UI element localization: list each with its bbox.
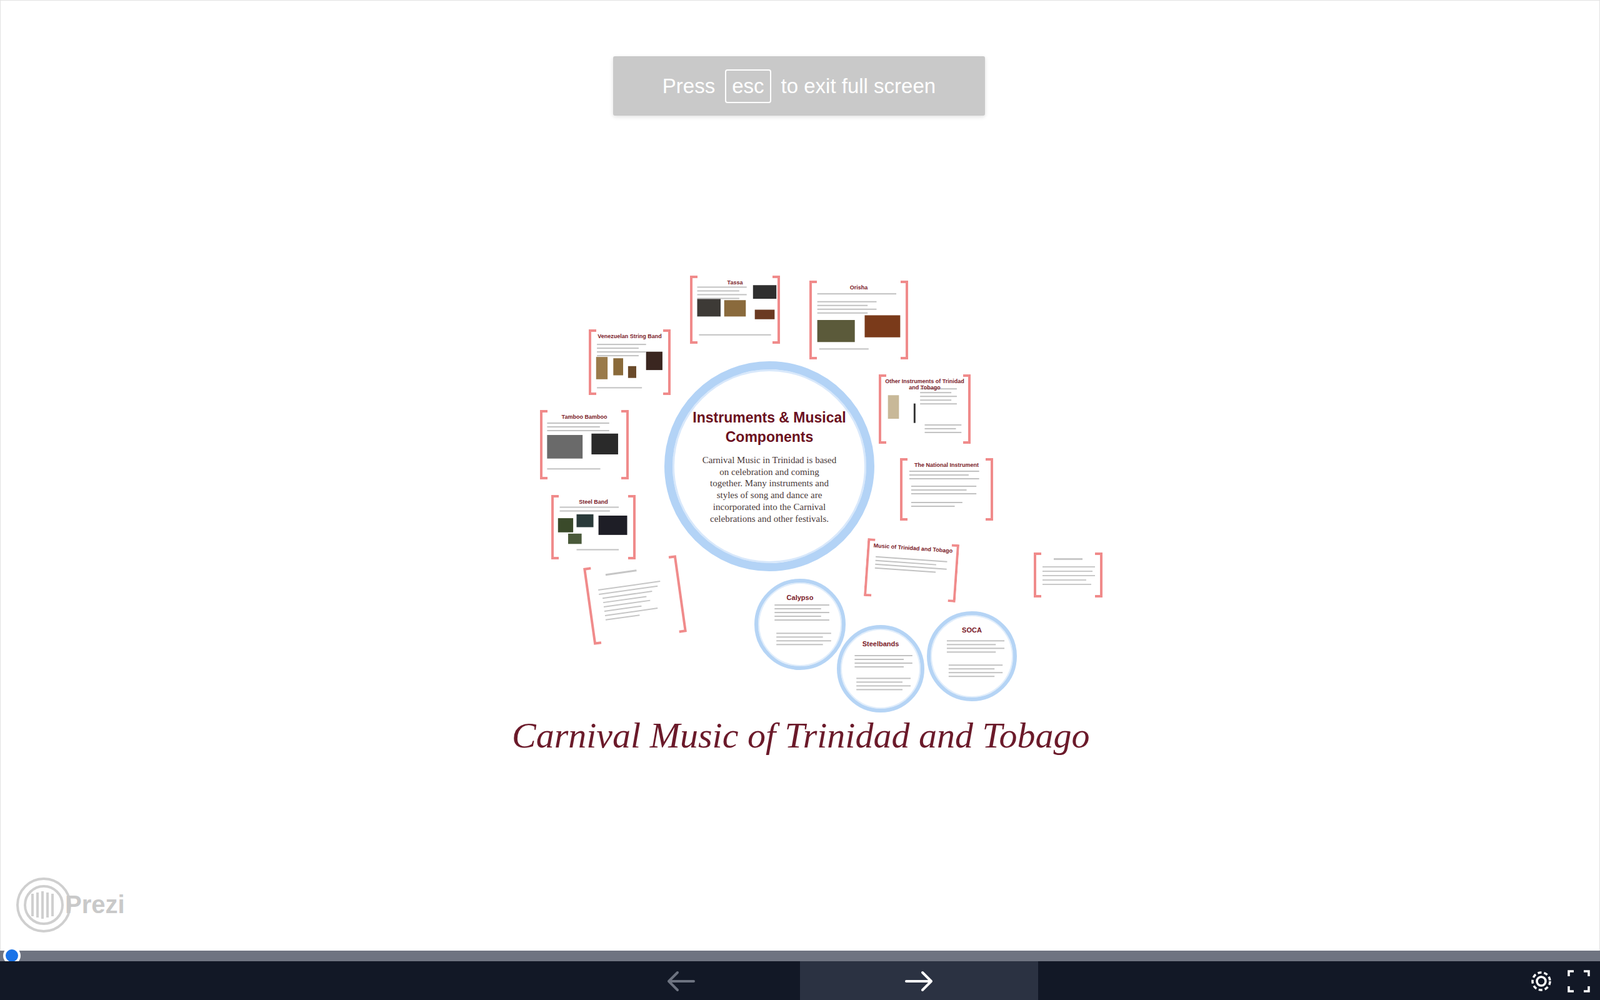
prev-arrow bbox=[668, 972, 694, 990]
frame-title: Orisha bbox=[809, 284, 909, 291]
topic-title: Instruments & Musical Components bbox=[688, 408, 851, 447]
frame-title: Music of Trinidad and Tobago bbox=[866, 541, 959, 555]
bracket-frame: Tamboo Bamboo bbox=[540, 410, 629, 480]
circle-title: Steelbands bbox=[840, 640, 921, 648]
progress-bar bbox=[0, 950, 1600, 962]
key-cap: esc bbox=[725, 69, 771, 104]
control-bar bbox=[0, 961, 1600, 1000]
bracket-frame: Other Instruments of Trinidad and Tobago bbox=[878, 374, 971, 444]
circle-title: Calypso bbox=[758, 593, 842, 602]
fullscreen-hint: Press esc to exit full screen bbox=[613, 56, 985, 116]
prezi-logo bbox=[17, 878, 70, 932]
frame-title: Tamboo Bamboo bbox=[540, 413, 629, 420]
watermark: Prezi bbox=[65, 890, 125, 919]
bracket-frame: Tassa bbox=[690, 275, 780, 344]
topic-circle: Steelbands bbox=[836, 625, 925, 713]
progress-dot bbox=[5, 949, 19, 962]
key-label: esc bbox=[731, 74, 764, 99]
bracket-frame: Music of Trinidad and Tobago bbox=[863, 538, 960, 603]
frame-title: Venezuelan String Band bbox=[588, 333, 671, 340]
topic-body: Carnival Music in Trinidad is based on c… bbox=[702, 454, 837, 525]
hint-text: to exit full screen bbox=[781, 74, 937, 99]
topic-circle: Calypso bbox=[754, 578, 846, 670]
bracket-frame: Venezuelan String Band bbox=[588, 329, 671, 395]
frame-bracket bbox=[584, 556, 685, 644]
bracket-frame: Steel Band bbox=[551, 495, 636, 560]
frame-content bbox=[540, 410, 629, 480]
frame-title: Tassa bbox=[690, 279, 780, 286]
settings-icon bbox=[1532, 972, 1550, 990]
topic-circle: Instruments & Musical ComponentsCarnival… bbox=[664, 361, 875, 572]
frame-content bbox=[690, 275, 780, 344]
topic-circle: SOCA bbox=[926, 611, 1017, 702]
slide-title: Carnival Music of Trinidad and Tobago bbox=[511, 714, 1090, 757]
bracket-frame: Orisha bbox=[809, 280, 909, 360]
frame-title: Other Instruments of Trinidad and Tobago bbox=[878, 378, 971, 392]
next-arrow bbox=[906, 972, 932, 990]
frame-bracket bbox=[1035, 553, 1102, 597]
bracket-frame: The National Instrument bbox=[900, 458, 994, 521]
frame-content bbox=[809, 280, 909, 360]
next-button bbox=[800, 961, 1039, 1000]
frame-title: The National Instrument bbox=[900, 461, 994, 469]
fullscreen-icon bbox=[1568, 971, 1589, 992]
circle-title: SOCA bbox=[930, 626, 1014, 634]
frame-title: Steel Band bbox=[551, 498, 636, 505]
hint-text: Press bbox=[662, 74, 715, 99]
